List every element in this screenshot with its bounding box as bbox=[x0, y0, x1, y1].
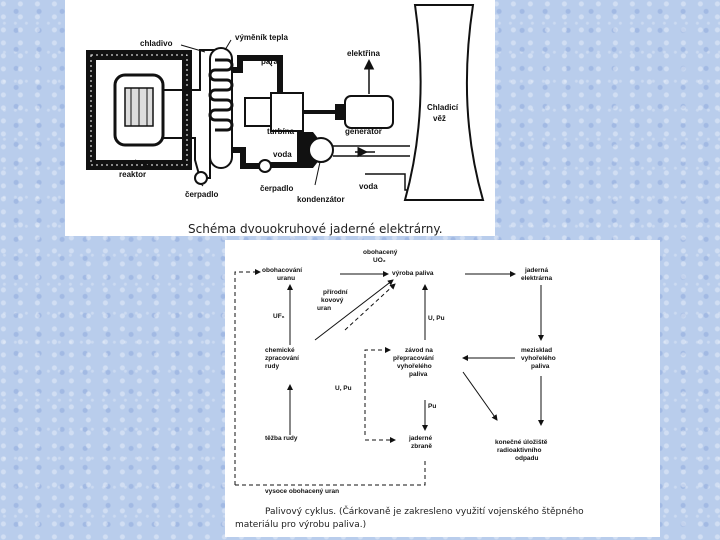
fuel-cycle-panel: obohacování uranu obohacený UO₂ výroba p… bbox=[225, 240, 660, 537]
label-water-top: voda bbox=[273, 150, 292, 159]
node-final-1: konečné úložiště bbox=[495, 439, 548, 446]
caption-fuel-cycle-1: Palivový cyklus. (Čárkovaně je zakreslen… bbox=[265, 505, 584, 517]
node-natural-2: kovový bbox=[321, 297, 344, 304]
label-coolant: chladivo bbox=[140, 39, 173, 48]
node-interim-3: paliva bbox=[531, 363, 550, 370]
node-reprocess-2: přepracování bbox=[393, 355, 434, 362]
node-natural-1: přírodní bbox=[323, 289, 348, 296]
label-condenser: kondenzátor bbox=[297, 195, 345, 204]
label-electricity: elektřina bbox=[347, 49, 380, 58]
pump-mid-symbol bbox=[258, 159, 272, 173]
label-reactor: reaktor bbox=[119, 170, 146, 179]
pump-left-symbol bbox=[194, 171, 208, 185]
caption-fuel-cycle-2: materiálu pro výrobu paliva.) bbox=[235, 520, 366, 530]
node-chem-1: chemické bbox=[265, 347, 295, 354]
node-plant-1: jaderná bbox=[524, 267, 549, 274]
node-reprocess-3: vyhořelého bbox=[397, 363, 432, 370]
fuel-cycle-diagram: obohacování uranu obohacený UO₂ výroba p… bbox=[234, 249, 584, 530]
node-reprocess-1: závod na bbox=[405, 347, 433, 354]
reactor-vessel bbox=[113, 73, 165, 147]
label-water-right: voda bbox=[359, 182, 378, 191]
label-generator: generátor bbox=[345, 127, 382, 136]
node-chem-3: rudy bbox=[265, 363, 279, 370]
caption-plant: Schéma dvouokruhové jaderné elektrárny. bbox=[188, 222, 443, 236]
node-u-pu-mid: U, Pu bbox=[335, 385, 352, 392]
node-interim-2: vyhořelého bbox=[521, 355, 556, 362]
condenser bbox=[297, 132, 334, 168]
label-cooling-tower-1: Chladicí bbox=[427, 103, 459, 112]
label-pump-left: čerpadlo bbox=[185, 190, 218, 199]
solid-flow-arrows bbox=[287, 271, 544, 435]
cooling-tower bbox=[403, 4, 485, 201]
node-mining: těžba rudy bbox=[265, 435, 298, 442]
generator bbox=[335, 95, 394, 129]
label-leaders bbox=[134, 39, 321, 187]
plant-schema-diagram: chladivo výměník tepla pára elektřina Ch… bbox=[86, 4, 485, 236]
node-uf6: UF₆ bbox=[273, 313, 285, 320]
node-fuel: výroba paliva bbox=[392, 270, 434, 277]
node-plant-2: elektrárna bbox=[521, 275, 552, 282]
plant-schema-panel: chladivo výměník tepla pára elektřina Ch… bbox=[65, 0, 495, 236]
node-interim-1: mezisklad bbox=[521, 347, 552, 354]
reactor-containment bbox=[86, 50, 192, 170]
node-reprocess-4: paliva bbox=[409, 371, 428, 378]
node-weapons-1: jaderné bbox=[408, 435, 433, 442]
node-natural-3: uran bbox=[317, 305, 331, 312]
node-pu: Pu bbox=[428, 403, 436, 410]
node-u-pu-top: U, Pu bbox=[428, 315, 445, 322]
node-chem-2: zpracování bbox=[265, 355, 299, 362]
label-cooling-tower-2: věž bbox=[433, 114, 446, 123]
node-enrich-1: obohacování bbox=[262, 267, 302, 274]
cooling-water-lines bbox=[333, 145, 410, 191]
label-heat-exchanger: výměník tepla bbox=[235, 33, 288, 42]
label-steam: pára bbox=[261, 57, 278, 66]
node-highly-enriched: vysoce obohacený uran bbox=[265, 488, 339, 495]
dashed-flow-arrows bbox=[234, 269, 426, 486]
label-turbine: turbína bbox=[267, 127, 295, 136]
node-weapons-2: zbraně bbox=[411, 443, 432, 450]
node-enrich-2: uranu bbox=[277, 275, 295, 282]
node-final-3: odpadu bbox=[515, 455, 538, 462]
turbine bbox=[244, 92, 345, 132]
node-enriched-uo2-1: obohacený bbox=[363, 249, 398, 256]
label-pump-mid: čerpadlo bbox=[260, 184, 293, 193]
heat-exchanger bbox=[208, 47, 234, 169]
node-enriched-uo2-2: UO₂ bbox=[373, 257, 386, 264]
node-final-2: radioaktivního bbox=[497, 447, 541, 454]
